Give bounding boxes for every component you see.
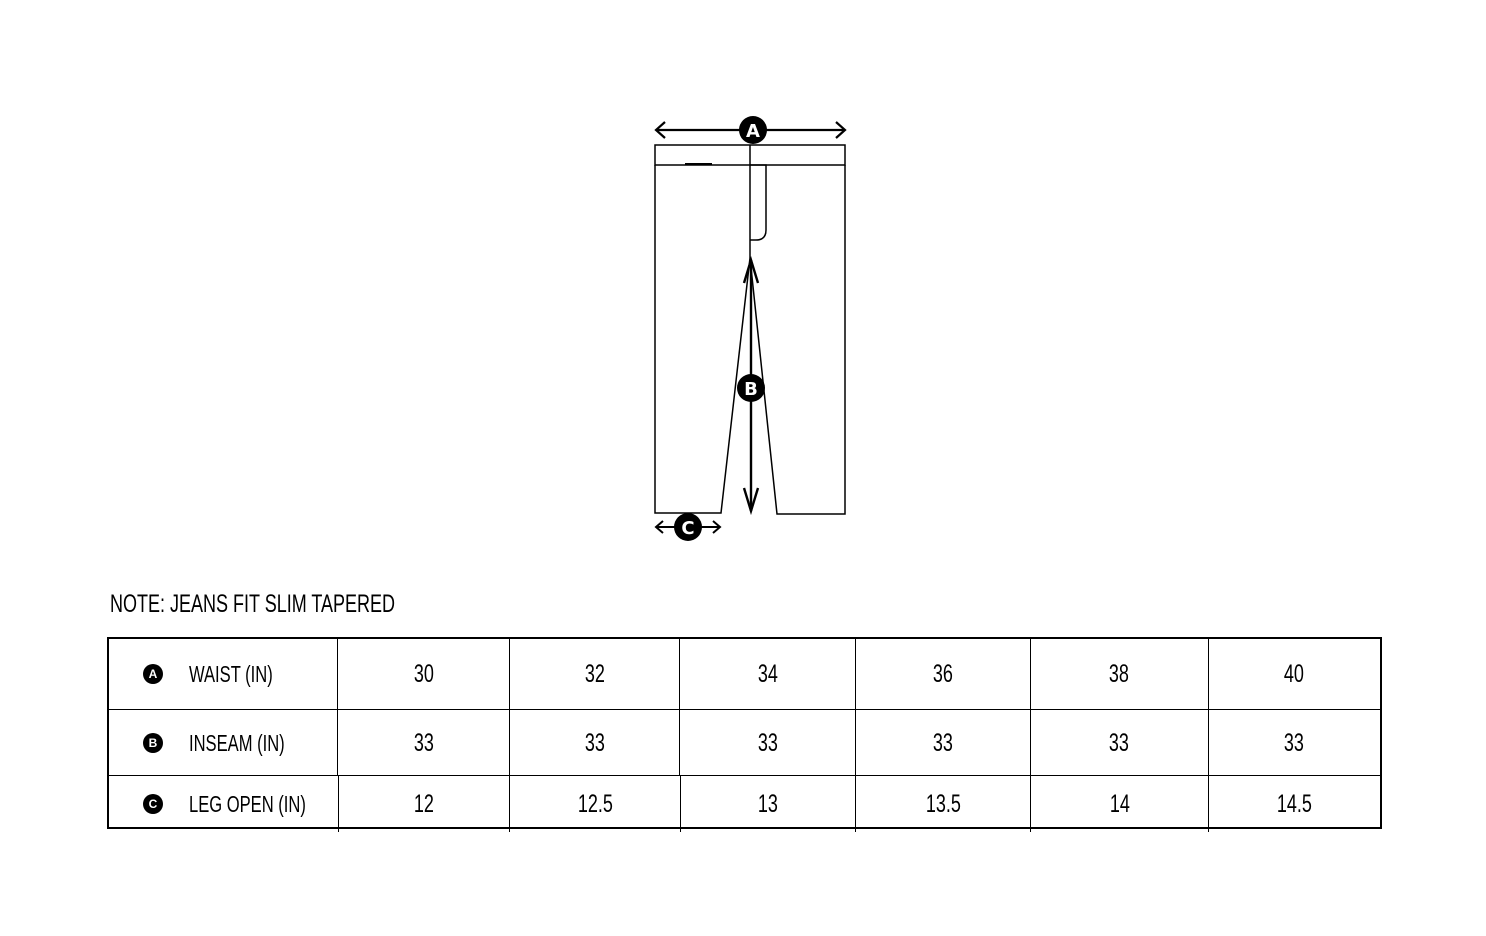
fit-note-text: NOTE: JEANS FIT SLIM TAPERED [110,590,396,618]
size-value-cell: 33 [508,710,679,776]
size-value: 30 [413,659,434,688]
svg-text:C: C [681,518,694,539]
size-value-cell: 33 [679,710,854,776]
size-value-cell: 33 [854,710,1030,776]
size-value: 32 [584,659,605,688]
svg-text:B: B [744,379,758,400]
size-value-cell: 34 [679,639,854,709]
size-value-cell: 30 [337,639,508,709]
size-value: 33 [584,728,605,757]
size-value-cell: 33 [337,710,508,776]
size-value: 34 [757,659,778,688]
marker-b: B [737,374,765,402]
size-value-cell: 14.5 [1207,776,1380,832]
measurement-label: WAIST (IN) [189,660,273,687]
size-value-cell: 36 [854,639,1030,709]
size-value-cell: 32 [508,639,679,709]
size-value: 33 [1284,728,1305,757]
marker-badge-icon: A [143,664,163,684]
size-value-cell: 13.5 [855,776,1030,832]
size-value-cell: 12.5 [509,776,679,832]
size-value: 13 [757,789,778,818]
size-value: 14.5 [1276,789,1312,818]
measurement-label: LEG OPEN (IN) [189,790,306,817]
fit-note: NOTE: JEANS FIT SLIM TAPERED [110,589,506,619]
size-value-cell: 40 [1207,639,1380,709]
jeans-outline [654,144,846,515]
measurement-label: INSEAM (IN) [189,729,285,756]
size-value: 33 [413,728,434,757]
size-value-cell: 33 [1030,710,1207,776]
table-row: B INSEAM (IN) 33 33 33 33 33 33 [109,709,1380,776]
size-value: 38 [1109,659,1130,688]
size-value-cell: 38 [1030,639,1207,709]
size-value: 14 [1109,789,1130,818]
size-value: 36 [932,659,953,688]
size-value: 13.5 [925,789,961,818]
size-value-cell: 14 [1030,776,1207,832]
measurement-label-cell: B INSEAM (IN) [109,710,337,776]
svg-text:A: A [746,121,760,142]
size-value: 33 [757,728,778,757]
size-value: 12.5 [577,789,613,818]
size-value: 33 [1109,728,1130,757]
marker-badge-icon: C [143,794,163,814]
size-value-cell: 12 [338,776,509,832]
size-value: 40 [1284,659,1305,688]
table-row: A WAIST (IN) 30 32 34 36 38 40 [109,639,1380,709]
marker-badge-icon: B [143,733,163,753]
marker-c: C [674,513,702,541]
measurement-label-cell: C LEG OPEN (IN) [109,776,338,832]
size-value: 12 [414,789,435,818]
marker-a: A [739,116,767,144]
size-value: 33 [932,728,953,757]
size-value-cell: 33 [1207,710,1380,776]
table-row: C LEG OPEN (IN) 12 12.5 13 13.5 14 14.5 [109,775,1380,832]
size-value-cell: 13 [679,776,855,832]
measurement-label-cell: A WAIST (IN) [109,639,337,709]
